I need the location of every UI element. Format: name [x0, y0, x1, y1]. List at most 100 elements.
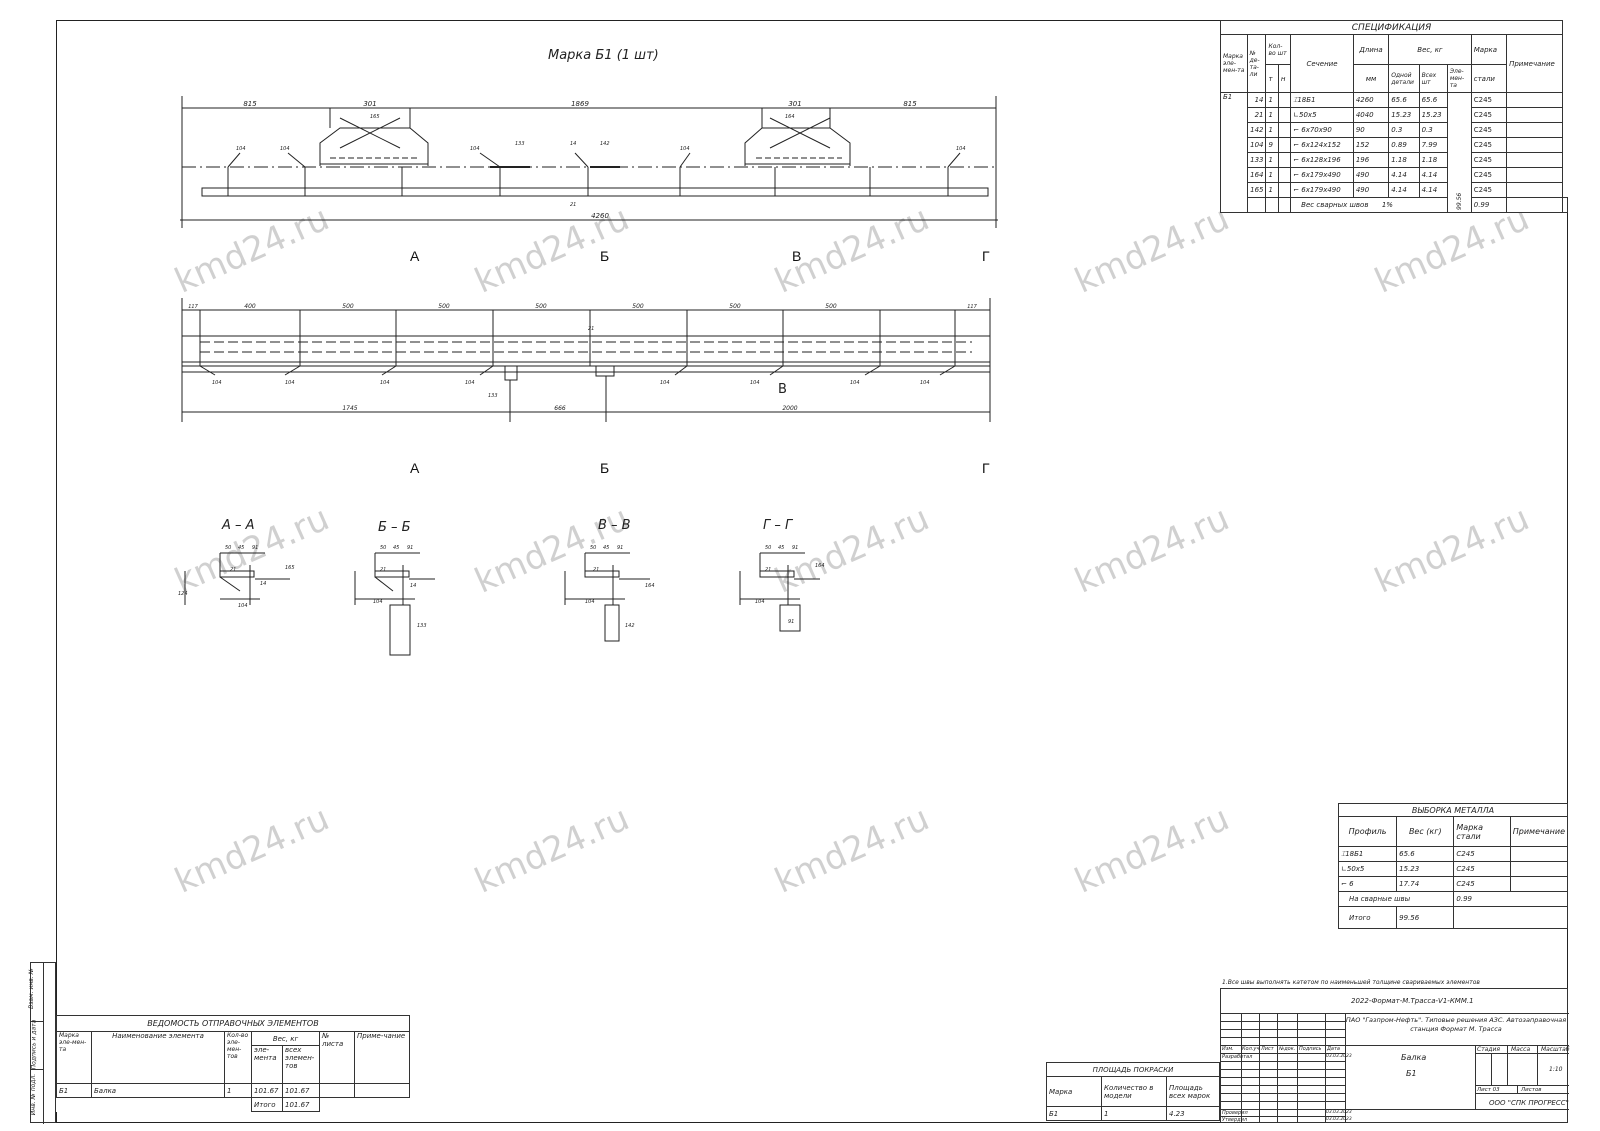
paint-h-qty: Количество в модели — [1101, 1076, 1167, 1107]
spec-h-w-el: Эле-мен-та — [1446, 64, 1472, 93]
spec-weld-weight: 0.99 — [1470, 197, 1508, 213]
svg-text:50: 50 — [765, 545, 771, 551]
section-marker-g-bottom: Г — [982, 460, 990, 476]
spec-row-pos: 104 — [1246, 137, 1267, 153]
spec-weld-row: Вес сварных швов 1% — [1290, 197, 1448, 213]
svg-text:91: 91 — [792, 545, 798, 551]
metal-total-label: Итого — [1337, 906, 1398, 929]
metal-row-weight: 65.6 — [1396, 846, 1455, 862]
shipping-h-name: Наименование элемента — [91, 1031, 225, 1084]
svg-text:14: 14 — [410, 583, 416, 589]
shipping-h-weight: Вес, кг — [251, 1031, 320, 1046]
spec-element-weight: 99.56 — [1446, 92, 1472, 213]
drawing-title: Марка Б1 (1 шт) — [548, 48, 659, 63]
spec-row-pos: 165 — [1246, 182, 1267, 198]
svg-text:142: 142 — [625, 623, 635, 629]
paint-row-area: 4.23 — [1166, 1106, 1220, 1121]
paint-title: ПЛОЩАДЬ ПОКРАСКИ — [1046, 1062, 1220, 1077]
shipping-total: 101.67 — [282, 1097, 320, 1112]
svg-text:50: 50 — [225, 545, 231, 551]
spec-h-steel2: стали — [1470, 64, 1508, 93]
shipping-row-name: Балка — [91, 1083, 225, 1098]
front-dim-9: 117 — [967, 304, 977, 310]
shipping-table: ВЕДОМОСТЬ ОТПРАВОЧНЫХ ЭЛЕМЕНТОВ Марка эл… — [56, 1015, 410, 1112]
svg-text:45: 45 — [603, 545, 609, 551]
spec-h-mark: Марка эле-мен-та — [1220, 34, 1248, 93]
metal-total-weight: 99.56 — [1396, 906, 1455, 929]
spec-h-w-one: Одной детали — [1388, 64, 1420, 93]
top-dim-4: 301 — [788, 100, 801, 108]
stamp-code: 2022-Формат-М.Трасса-V1-КММ.1 — [1351, 997, 1474, 1005]
section-marker-b-bottom: Б — [600, 460, 610, 476]
svg-text:133: 133 — [417, 623, 427, 629]
metal-row-profile: ⌶18Б1 — [1337, 846, 1398, 862]
spec-row-w1: 65.6 — [1388, 92, 1420, 108]
spec-row-section: ⌶18Б1 — [1290, 92, 1354, 108]
spec-row-qty: 1 — [1265, 122, 1279, 138]
spec-row-length: 490 — [1352, 167, 1390, 183]
metal-row-steel: С245 — [1453, 861, 1511, 877]
svg-text:124: 124 — [178, 591, 188, 597]
front-callout-104: 104 — [465, 380, 475, 386]
svg-text:91: 91 — [252, 545, 258, 551]
stamp-mark: Б1 — [1406, 1069, 1417, 1078]
metal-h-weight: Вес (кг) — [1396, 816, 1455, 847]
side-repl-label: Взам. инв. № — [27, 968, 35, 1009]
front-callout-133: 133 — [488, 393, 498, 399]
spec-row-length: 4260 — [1352, 92, 1390, 108]
spec-row-length: 152 — [1352, 137, 1390, 153]
stamp-company: ООО "СПК ПРОГРЕСС" — [1489, 1099, 1569, 1107]
top-callout-14: 14 — [570, 141, 576, 147]
front-dim-7: 500 — [825, 303, 837, 310]
top-callout-104: 104 — [280, 146, 290, 152]
svg-text:164: 164 — [645, 583, 655, 589]
section-bb-drawing: 50 45 91 21 14 104 133 — [354, 545, 435, 656]
spec-title: СПЕЦИФИКАЦИЯ — [1220, 20, 1563, 35]
front-dim-8: 117 — [188, 304, 198, 310]
metal-table: ВЫБОРКА МЕТАЛЛА Профиль Вес (кг) Марка с… — [1337, 803, 1569, 929]
svg-text:165: 165 — [285, 565, 295, 571]
spec-row-section: ⌐ 6x124x152 — [1290, 137, 1354, 153]
metal-row-steel: С245 — [1453, 876, 1511, 892]
spec-h-w-all: Всех шт — [1418, 64, 1448, 93]
spec-row-steel: С245 — [1470, 137, 1508, 153]
svg-text:45: 45 — [393, 545, 399, 551]
spec-element-mark: Б1 — [1220, 92, 1248, 213]
spec-row-wall: 65.6 — [1418, 92, 1448, 108]
metal-weld-weight: 0.99 — [1453, 891, 1568, 907]
top-callout-142: 142 — [600, 141, 610, 147]
top-callout-104: 104 — [956, 146, 966, 152]
top-callout-21: 21 — [570, 202, 576, 208]
spec-h-qty: Кол-во шт — [1265, 34, 1292, 65]
front-callout-21: 21 — [588, 326, 594, 332]
front-dim-5: 500 — [632, 303, 644, 310]
title-block: 2022-Формат-М.Трасса-V1-КММ.1 ПАО "Газпр… — [1220, 988, 1570, 1123]
section-marker-g: Г — [982, 248, 990, 264]
front-bottom-dim-2: 666 — [554, 405, 566, 412]
paint-row-qty: 1 — [1101, 1106, 1167, 1121]
metal-row-steel: С245 — [1453, 846, 1511, 862]
section-title-vv: В – В — [598, 518, 631, 533]
metal-weld-label: На сварные швы — [1337, 891, 1455, 907]
spec-row-steel: С245 — [1470, 152, 1508, 168]
spec-row-pos: 164 — [1246, 167, 1267, 183]
shipping-total-label: Итого — [251, 1097, 283, 1112]
front-callout-104: 104 — [750, 380, 760, 386]
front-callout-104: 104 — [380, 380, 390, 386]
front-bottom-dim-1: 1745 — [342, 405, 357, 412]
paint-h-mark: Марка — [1046, 1076, 1102, 1107]
metal-row-profile: ∟50x5 — [1337, 861, 1398, 877]
shipping-h-w-all: всех элемен-тов — [282, 1045, 320, 1084]
svg-text:91: 91 — [788, 619, 794, 625]
stamp-date: 03.03.2023 — [1326, 1054, 1352, 1059]
svg-text:45: 45 — [778, 545, 784, 551]
front-callout-104: 104 — [920, 380, 930, 386]
metal-row-profile: ⌐ 6 — [1337, 876, 1398, 892]
shipping-row-qty: 1 — [224, 1083, 252, 1098]
shipping-title: ВЕДОМОСТЬ ОТПРАВОЧНЫХ ЭЛЕМЕНТОВ — [56, 1015, 410, 1032]
stamp-name: Балка — [1401, 1053, 1427, 1062]
spec-h-steel: Марка — [1470, 34, 1508, 65]
svg-text:21: 21 — [765, 567, 771, 573]
top-dim-5: 815 — [903, 100, 917, 108]
spec-row-qty: 1 — [1265, 107, 1279, 123]
